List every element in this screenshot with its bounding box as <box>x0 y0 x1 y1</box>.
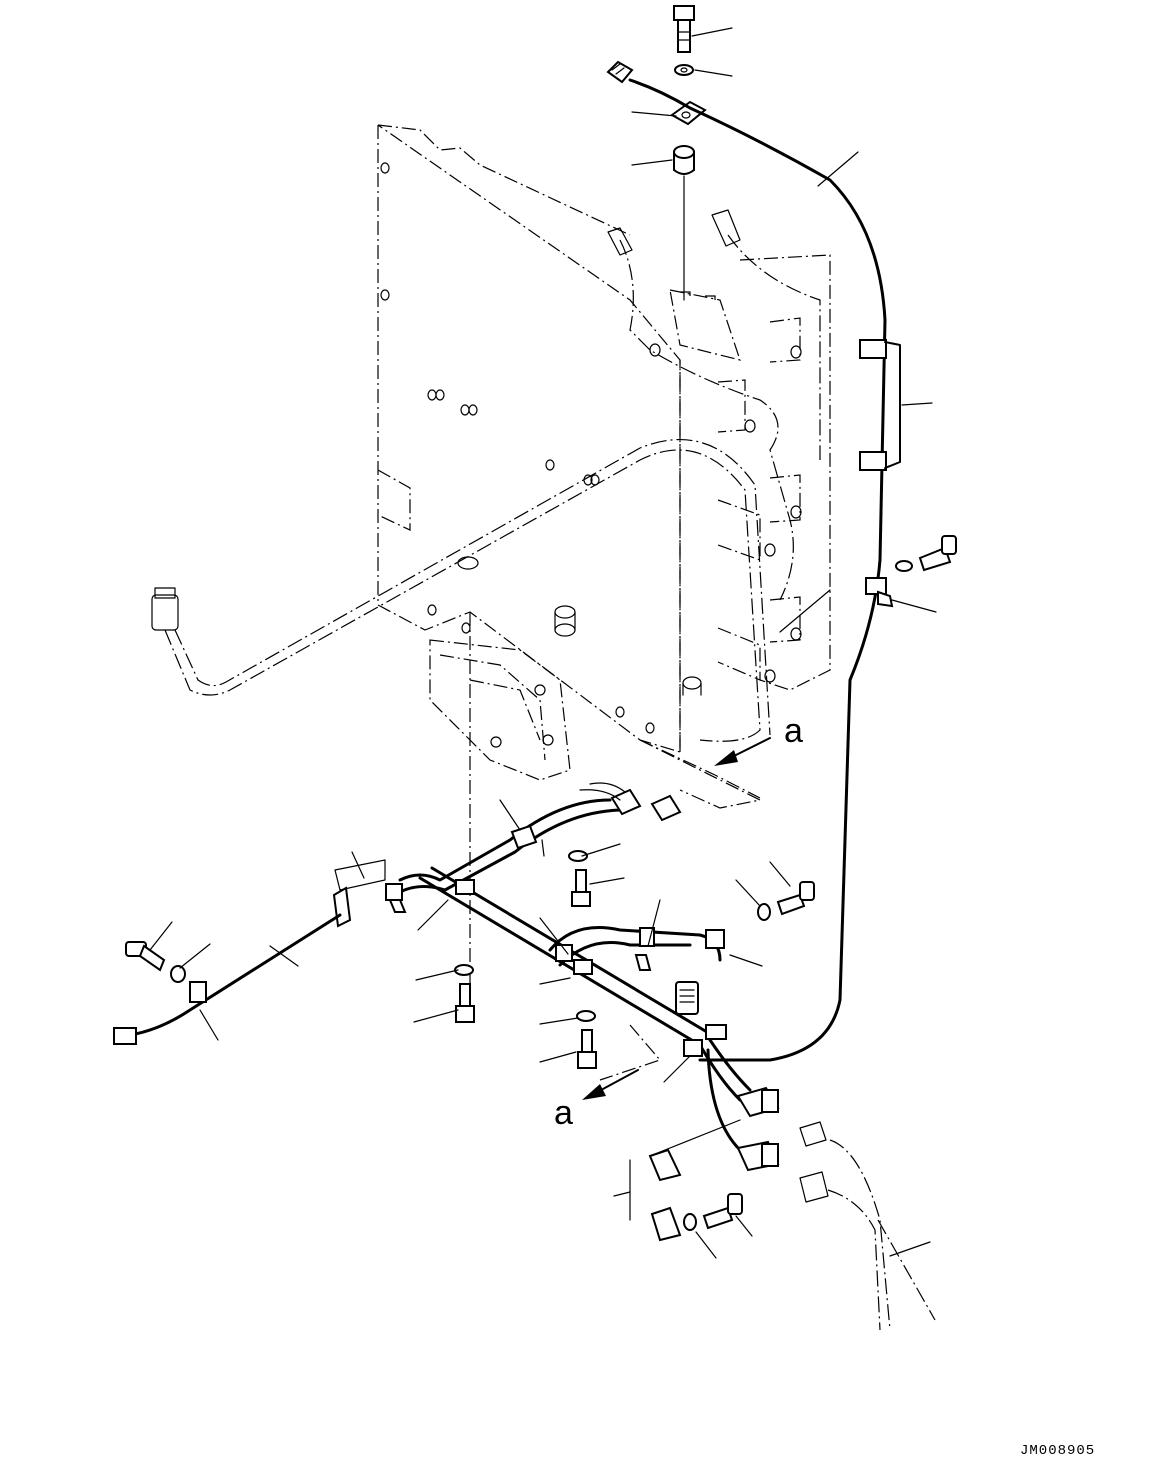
view-a-reference-lines <box>599 739 761 1081</box>
mid-bolt-1 <box>571 869 591 907</box>
view-marker-lower: a <box>554 1094 573 1132</box>
top-washer <box>674 64 694 76</box>
view-arrow-lower: a <box>554 1069 639 1132</box>
phantom-valve-block <box>429 639 571 781</box>
top-clamp <box>670 100 707 126</box>
phantom-mating-harness <box>799 1121 936 1331</box>
mid-washer-1 <box>568 850 588 862</box>
mid-washer-3 <box>576 1010 596 1022</box>
right-bolt <box>895 535 957 572</box>
mid-bolt-2 <box>455 983 475 1023</box>
view-marker-upper: a <box>784 712 803 750</box>
main-harness <box>332 782 752 1152</box>
left-bolt <box>125 941 186 983</box>
mid-washer-2 <box>454 964 474 976</box>
spacer-collar <box>673 145 695 175</box>
right-mid-bolt <box>757 881 815 921</box>
lower-bracket <box>648 1119 741 1242</box>
lower-bolt <box>683 1193 743 1231</box>
upper-sensor-cable <box>606 60 901 1062</box>
leader-lines <box>149 27 937 1259</box>
phantom-harness-upper <box>607 209 821 601</box>
top-bolt <box>673 5 695 53</box>
drawing-code: JM008905 <box>1020 1443 1095 1459</box>
mid-bolt-3 <box>577 1029 597 1069</box>
view-arrow-upper: a <box>714 712 803 766</box>
phantom-harness-left <box>151 439 771 742</box>
lower-connectors <box>736 1086 780 1172</box>
phantom-controller-frame <box>649 254 831 691</box>
left-sensor-cable <box>113 913 342 1045</box>
